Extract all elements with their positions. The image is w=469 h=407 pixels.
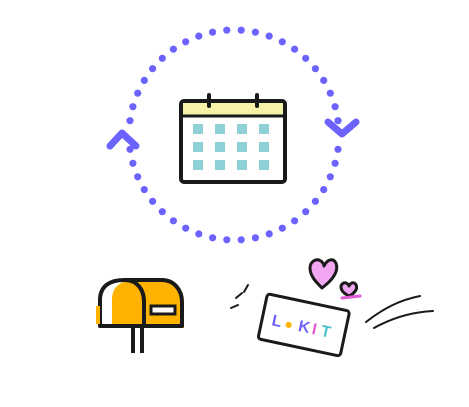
cycle-dot: [134, 173, 142, 181]
cycle-dot: [237, 236, 245, 244]
cycle-arrow-left: [106, 129, 140, 150]
speed-line-1: [365, 295, 421, 323]
cycle-dot: [326, 173, 334, 181]
calendar-day-cell: [193, 142, 203, 152]
cycle-dot: [311, 197, 319, 205]
cycle-dot: [291, 217, 299, 225]
calendar-day-grid: [193, 124, 269, 170]
cycle-dot: [320, 76, 328, 84]
card-letter-3: K: [297, 318, 312, 337]
calendar-icon: [179, 93, 287, 184]
gift-card-icon: L ● K I T: [256, 292, 351, 358]
cycle-dot: [265, 32, 273, 40]
cycle-dot: [320, 186, 328, 194]
cycle-dot: [140, 76, 148, 84]
calendar-day-cell: [259, 124, 269, 134]
mailbox-body: [112, 280, 184, 328]
cycle-dot: [129, 159, 137, 167]
cycle-dot: [278, 38, 286, 46]
cycle-dot: [251, 234, 259, 242]
calendar-day-cell: [259, 160, 269, 170]
speed-line-2: [373, 310, 434, 329]
calendar-day-cell: [215, 124, 225, 134]
cycle-dot: [223, 236, 231, 244]
cycle-dot: [149, 65, 157, 73]
cycle-dot: [311, 65, 319, 73]
calendar-day-cell: [215, 160, 225, 170]
hearts-icon: [308, 258, 362, 300]
cycle-dot: [251, 28, 259, 36]
calendar-day-cell: [193, 124, 203, 134]
card-body: [256, 292, 351, 358]
cycle-dot: [209, 28, 217, 36]
cycle-dot: [291, 45, 299, 53]
cycle-dot: [158, 54, 166, 62]
cycle-dot: [278, 224, 286, 232]
dotted-cycle-ring: [126, 26, 342, 244]
cycle-dot: [334, 145, 342, 153]
heart-small: [339, 281, 359, 298]
cycle-dot: [126, 145, 134, 153]
circular-refresh-arrows-icon: [106, 26, 360, 244]
calendar-header: [183, 103, 283, 115]
cycle-dot: [331, 159, 339, 167]
calendar-day-cell: [237, 124, 247, 134]
cycle-dot: [182, 38, 190, 46]
cycle-dot: [158, 208, 166, 216]
cycle-dot: [195, 230, 203, 238]
card-letter-4: I: [310, 321, 318, 339]
cycle-dot: [149, 197, 157, 205]
cycle-dot: [182, 224, 190, 232]
cycle-dot: [331, 103, 339, 111]
card-letter-1: L: [270, 312, 283, 331]
motion-mark-1: [235, 292, 243, 299]
card-letter-2: ●: [283, 315, 295, 332]
cycle-dot: [209, 234, 217, 242]
motion-mark-3: [243, 284, 249, 293]
calendar-day-cell: [193, 160, 203, 170]
cycle-dot: [237, 26, 245, 34]
cycle-dot: [129, 103, 137, 111]
cycle-dot: [326, 89, 334, 97]
cycle-dot: [195, 32, 203, 40]
calendar-day-cell: [259, 142, 269, 152]
calendar-day-cell: [237, 160, 247, 170]
cycle-dot: [140, 186, 148, 194]
motion-lines: [230, 284, 434, 329]
cycle-dot: [265, 230, 273, 238]
cycle-dot: [302, 54, 310, 62]
cycle-dot: [302, 208, 310, 216]
cycle-dot: [223, 26, 231, 34]
calendar-day-cell: [215, 142, 225, 152]
card-letter-5: T: [319, 323, 332, 342]
calendar-day-cell: [237, 142, 247, 152]
mailbox-body-shadow: [96, 306, 100, 324]
heart-large: [308, 258, 339, 290]
mailbox-slot: [149, 304, 177, 316]
cycle-dot: [134, 89, 142, 97]
mailbox-outline: [98, 278, 184, 328]
cycle-dot: [126, 117, 134, 125]
motion-mark-2: [230, 304, 239, 309]
cycle-dot: [334, 117, 342, 125]
cycle-dot: [169, 217, 177, 225]
cycle-dot: [169, 45, 177, 53]
cycle-arrow-right: [324, 118, 360, 138]
mailbox-icon: [96, 278, 184, 353]
heart-small-underline: [340, 294, 362, 300]
